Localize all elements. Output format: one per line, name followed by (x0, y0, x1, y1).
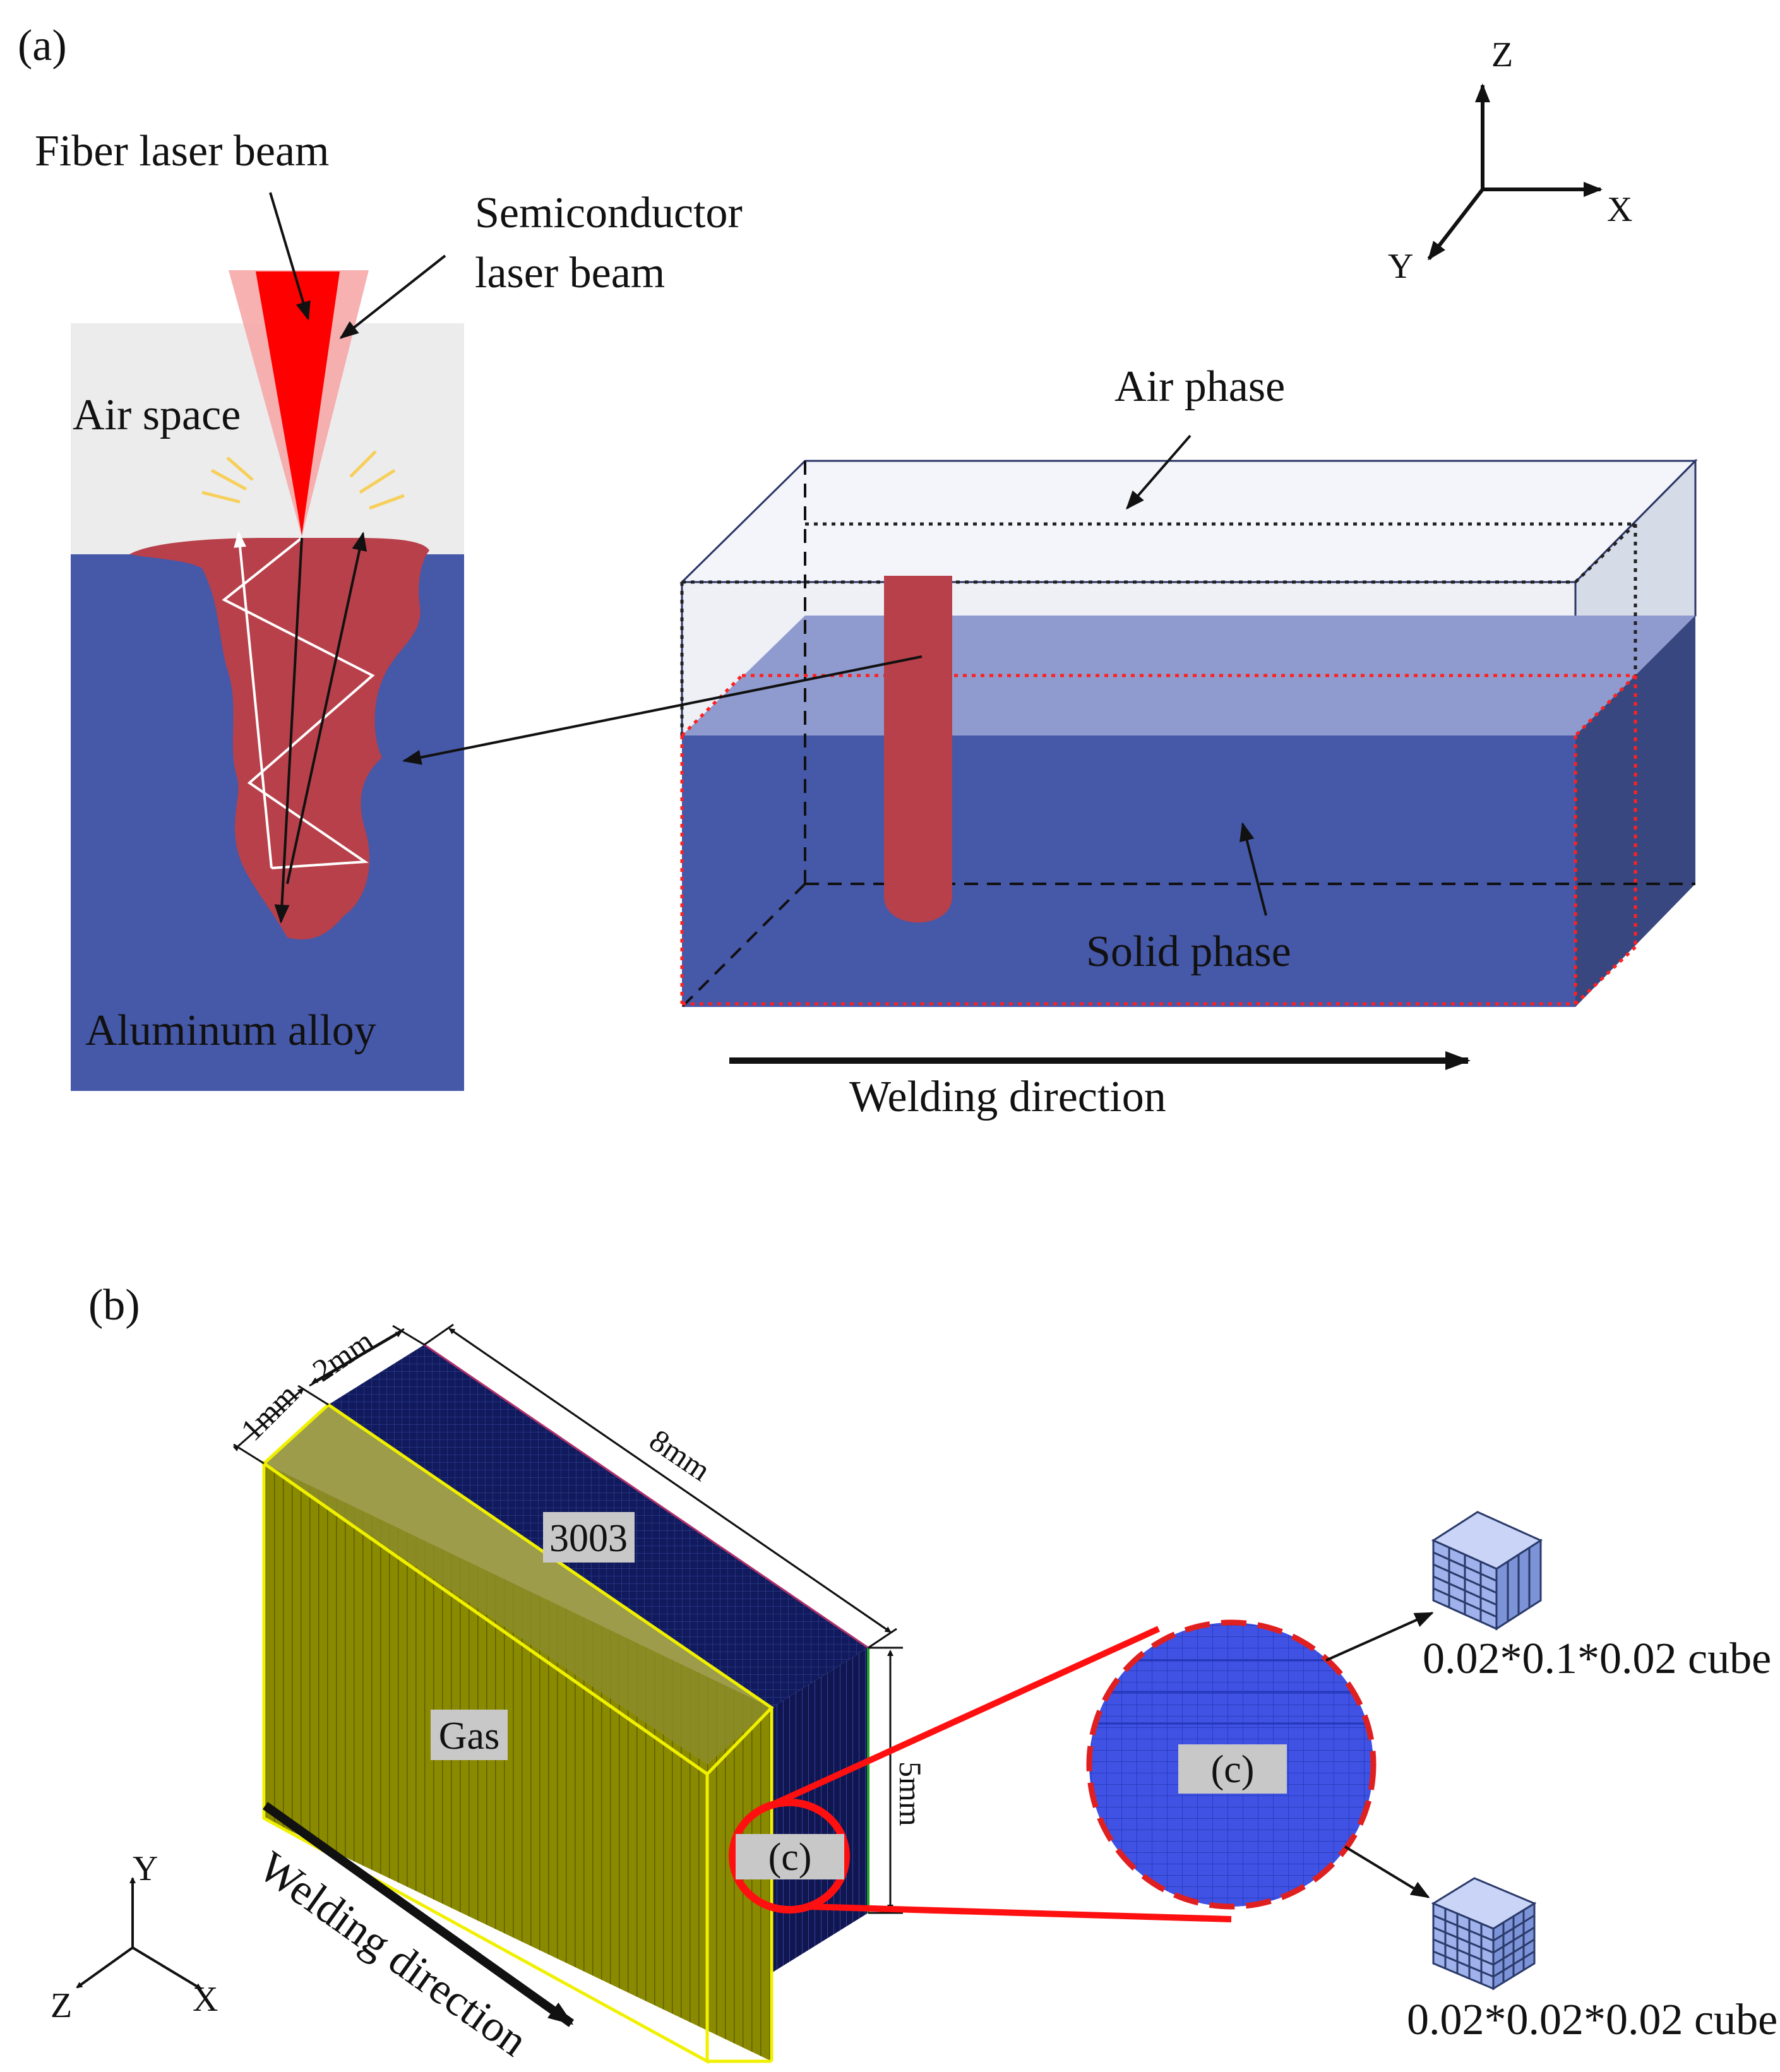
label-gas: Gas (439, 1715, 499, 1758)
label-3003-bg (543, 1512, 635, 1563)
zoom-label-bg (1178, 1744, 1287, 1794)
welding-direction-arrow-b (262, 1802, 575, 2027)
zoom-connector-bottom (808, 1903, 1232, 1922)
axis-z-label: Z (1491, 35, 1513, 74)
aluminum-alloy-label: Aluminum alloy (85, 1006, 376, 1055)
panel-a-label: (a) (18, 21, 67, 70)
axis-b-z-label: Z (51, 1986, 72, 2025)
zoom-source-label-bg (736, 1834, 844, 1879)
dim-2mm-label: 2mm (306, 1323, 380, 1388)
gas-outline (261, 1402, 774, 2064)
keyhole-melt-pool (129, 538, 429, 940)
cube-bottom-pointer (1344, 1845, 1430, 1898)
air-space-label: Air space (73, 391, 241, 439)
label-3003: 3003 (549, 1517, 628, 1560)
air-phase-label: Air phase (1114, 362, 1285, 411)
fiber-laser-label: Fiber laser beam (35, 127, 329, 176)
cube-fine-icon (1431, 1877, 1537, 1991)
axis-triad-a (1427, 83, 1603, 261)
spark-lines (201, 450, 405, 510)
fiber-laser-pointer (269, 192, 311, 321)
axis-x-label: X (1607, 190, 1632, 229)
axis-triad-b (76, 1877, 202, 1990)
purple-edge (424, 1343, 869, 1649)
dim-5mm-label: 5mm (893, 1761, 928, 1826)
solid-phase-outline (680, 674, 1637, 1006)
dimension-lines (232, 1323, 903, 1914)
cube-top-label: 0.02*0.1*0.02 cube (1423, 1634, 1771, 1683)
welding-direction-label-a: Welding direction (849, 1073, 1166, 1121)
air-top-face (679, 460, 1698, 583)
label-gas-bg (431, 1710, 508, 1760)
cube-coarse-icon (1431, 1511, 1543, 1631)
zoom-source-ellipse (729, 1799, 850, 1914)
semiconductor-pointer (339, 254, 446, 339)
keyhole-column (884, 576, 952, 923)
cube-bottom-label: 0.02*0.02*0.02 cube (1407, 1996, 1777, 2044)
axis-b-y-label: Y (133, 1849, 158, 1888)
semiconductor-label-line1: Semiconductor (475, 189, 743, 237)
semiconductor-label-line2: laser beam (475, 249, 665, 297)
air-phase-outline (680, 522, 1637, 735)
hidden-edges (681, 461, 1695, 1008)
axis-b-x-label: X (193, 1980, 218, 2019)
zoom-connector-top (768, 1626, 1161, 1809)
solid-phase-label: Solid phase (1086, 927, 1291, 976)
keyhole-zoom-pointer (402, 655, 923, 765)
gas-top-face (264, 1405, 772, 1765)
laser-reflections (222, 531, 375, 924)
gas-front-face (264, 1463, 772, 2061)
air-phase-pointer (1126, 434, 1192, 510)
domain-box-3d (679, 458, 1698, 1008)
zoom-label: (c) (1211, 1748, 1255, 1791)
solid-phase-pointer (1239, 822, 1267, 916)
dim-8mm-label: 8mm (643, 1422, 717, 1488)
axis-y-label: Y (1388, 247, 1413, 286)
fiber-laser-beam (256, 271, 340, 535)
zoom-source-label: (c) (768, 1836, 812, 1879)
cube-top-pointer (1325, 1612, 1434, 1662)
panel-b-label: (b) (88, 1281, 140, 1330)
